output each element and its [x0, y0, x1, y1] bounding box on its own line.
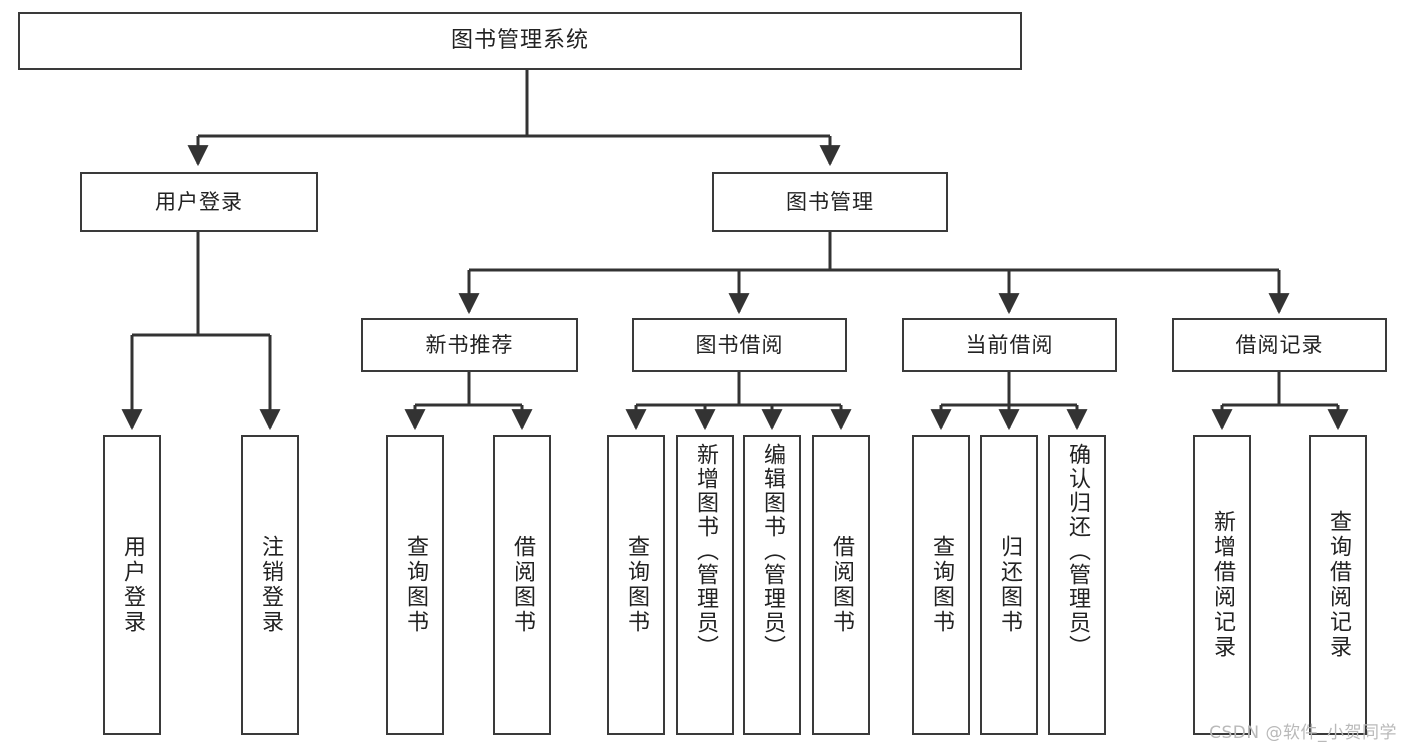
node-book-borrowing[interactable]: 图书借阅	[632, 318, 847, 372]
node-label: 注销登录	[258, 535, 283, 635]
node-label: 借阅图书	[829, 535, 854, 635]
leaf-logout[interactable]: 注销登录	[241, 435, 299, 735]
leaf-add-borrow-record[interactable]: 新增借阅记录	[1193, 435, 1251, 735]
leaf-confirm-return-admin[interactable]: 确认归还（管理员）	[1048, 435, 1106, 735]
node-current-borrowing[interactable]: 当前借阅	[902, 318, 1117, 372]
node-label: 图书管理系统	[450, 28, 589, 54]
node-label: 新书推荐	[425, 332, 514, 357]
node-user-login[interactable]: 用户登录	[80, 172, 318, 232]
node-label: 查询图书	[624, 535, 649, 635]
watermark-text: CSDN @软件_小贺同学	[1209, 723, 1397, 743]
node-label: 用户登录	[120, 535, 145, 635]
node-label: 图书管理	[786, 189, 874, 214]
node-label: 查询借阅记录	[1326, 510, 1351, 660]
node-label: 查询图书	[929, 535, 954, 635]
leaf-edit-book-admin[interactable]: 编辑图书（管理员）	[743, 435, 801, 735]
node-book-management[interactable]: 图书管理	[712, 172, 948, 232]
node-new-book-recommendation[interactable]: 新书推荐	[361, 318, 578, 372]
leaf-borrow-book[interactable]: 借阅图书	[812, 435, 870, 735]
node-label: 新增借阅记录	[1210, 510, 1235, 660]
node-label: 借阅图书	[510, 535, 535, 635]
node-borrowing-record[interactable]: 借阅记录	[1172, 318, 1387, 372]
node-label: 当前借阅	[965, 332, 1054, 357]
leaf-query-book-borrow[interactable]: 查询图书	[607, 435, 665, 735]
leaf-user-login[interactable]: 用户登录	[103, 435, 161, 735]
node-label: 图书借阅	[695, 332, 784, 357]
node-label: 新增图书（管理员）	[693, 443, 718, 659]
leaf-add-book-admin[interactable]: 新增图书（管理员）	[676, 435, 734, 735]
node-label: 编辑图书（管理员）	[760, 443, 785, 659]
node-label: 查询图书	[403, 535, 428, 635]
leaf-return-book[interactable]: 归还图书	[980, 435, 1038, 735]
node-label: 借阅记录	[1235, 332, 1324, 357]
leaf-query-book-new[interactable]: 查询图书	[386, 435, 444, 735]
node-root-book-management-system[interactable]: 图书管理系统	[18, 12, 1022, 70]
node-label: 归还图书	[997, 535, 1022, 635]
leaf-query-borrow-record[interactable]: 查询借阅记录	[1309, 435, 1367, 735]
node-label: 用户登录	[155, 189, 243, 214]
leaf-borrow-book-new[interactable]: 借阅图书	[493, 435, 551, 735]
node-label: 确认归还（管理员）	[1065, 443, 1090, 659]
leaf-query-book-current[interactable]: 查询图书	[912, 435, 970, 735]
